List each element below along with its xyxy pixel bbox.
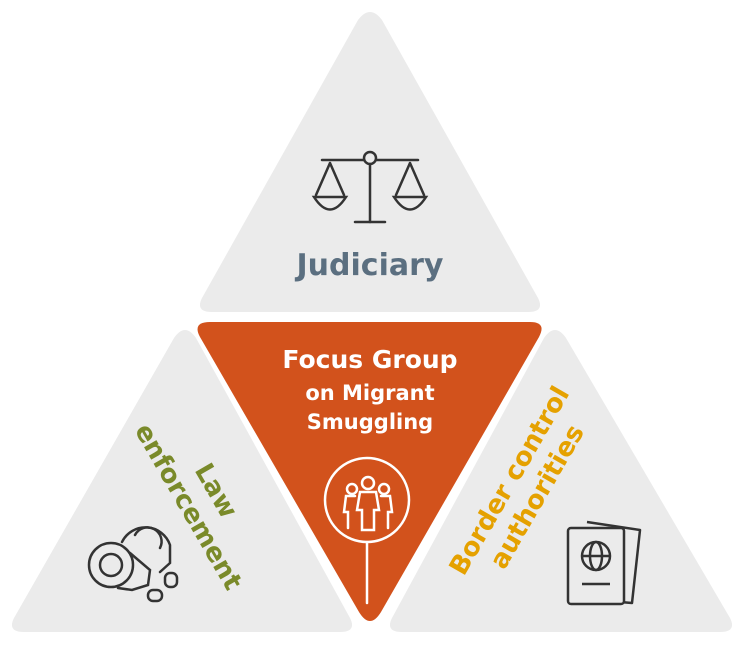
passport-icon [566, 520, 642, 606]
focus-group-title: Focus Group [282, 345, 457, 374]
law-enforcement-panel [11, 330, 353, 632]
focus-group-subtitle-2: Smuggling [307, 410, 433, 434]
judiciary-label: Judiciary [295, 248, 444, 283]
border-control-panel [389, 330, 733, 632]
judiciary-panel [199, 12, 541, 312]
magnifier-people-icon [323, 456, 411, 605]
handcuffs-icon [87, 526, 179, 603]
focus-group-panel [197, 322, 542, 621]
scales-icon [311, 150, 429, 224]
focus-group-subtitle-1: on Migrant [305, 381, 434, 405]
